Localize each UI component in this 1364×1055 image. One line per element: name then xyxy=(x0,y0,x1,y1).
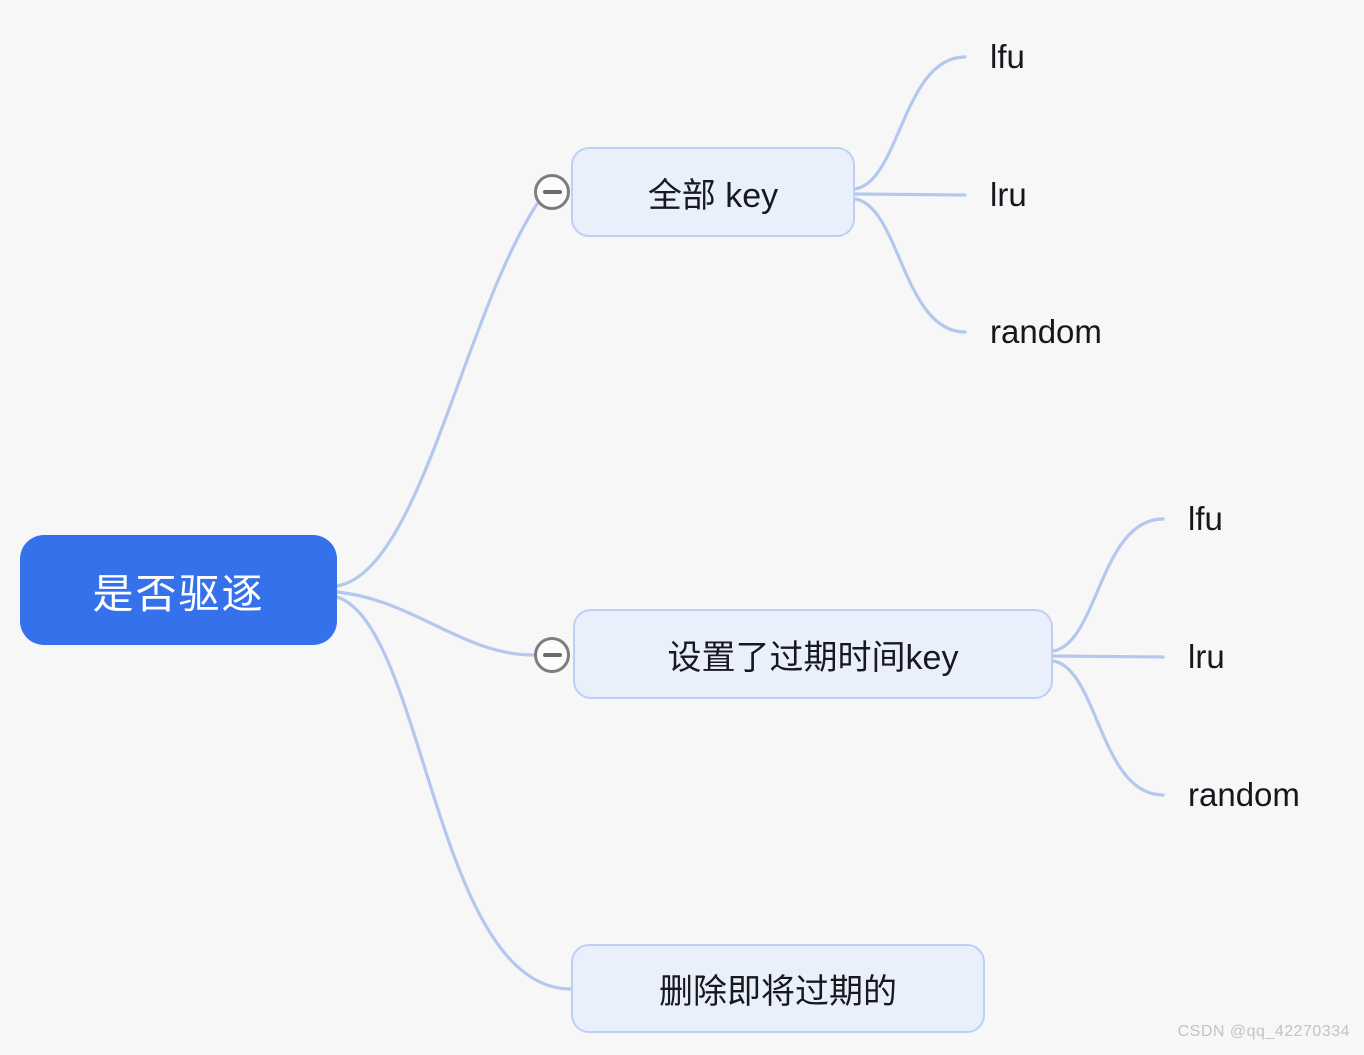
leaf-node-random[interactable]: random xyxy=(990,313,1102,350)
edge-branch2-to-lfu xyxy=(1051,517,1165,653)
branch-node-delete-soon-expired[interactable]: 删除即将过期的 xyxy=(571,944,985,1033)
collapse-icon[interactable] xyxy=(534,637,570,673)
edge-branch2-to-random xyxy=(1051,659,1165,797)
branch-node-all-keys[interactable]: 全部 key xyxy=(571,147,855,237)
leaf-node-lfu[interactable]: lfu xyxy=(1188,500,1223,537)
branch-node-label: 设置了过期时间key xyxy=(667,638,959,677)
branch-node-label: 删除即将过期的 xyxy=(659,973,897,1011)
edge-branch1-to-lru xyxy=(853,192,967,197)
edge-branch1-to-lfu xyxy=(853,55,967,191)
leaf-node-lru[interactable]: lru xyxy=(1188,638,1225,675)
edge-root-to-branch1 xyxy=(335,202,539,588)
leaf-node-lfu[interactable]: lfu xyxy=(990,38,1025,75)
minus-icon xyxy=(542,653,562,657)
leaf-node-random[interactable]: random xyxy=(1188,776,1300,813)
watermark: CSDN @qq_42270334 xyxy=(1177,1023,1350,1040)
edge-branch1-to-random xyxy=(853,197,967,334)
branch-node-expiring-keys[interactable]: 设置了过期时间key xyxy=(573,609,1053,699)
edge-branch2-to-lru xyxy=(1051,654,1165,659)
collapse-icon[interactable] xyxy=(534,174,570,210)
root-node-label: 是否驱逐 xyxy=(92,571,265,617)
branch-node-label: 全部 key xyxy=(647,176,779,215)
edge-root-to-branch2 xyxy=(335,590,536,657)
leaf-node-lru[interactable]: lru xyxy=(990,176,1027,213)
minus-icon xyxy=(542,190,562,194)
root-node[interactable]: 是否驱逐 xyxy=(20,535,337,645)
